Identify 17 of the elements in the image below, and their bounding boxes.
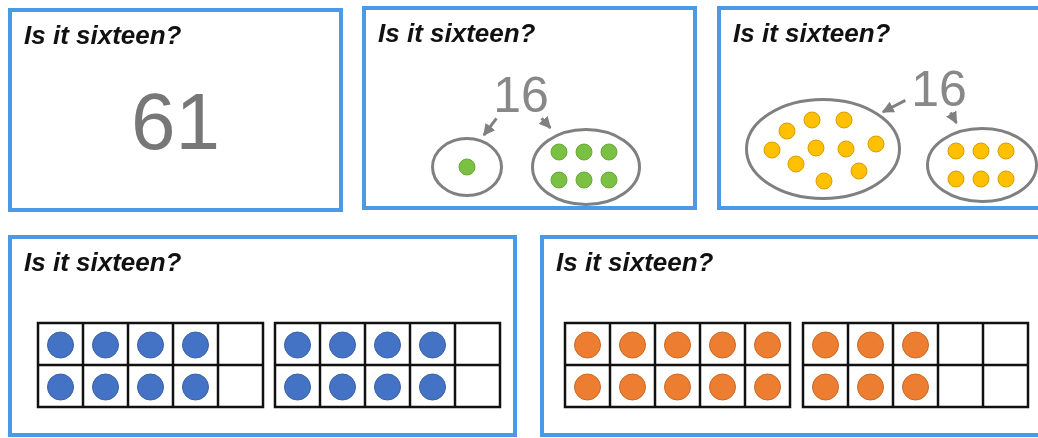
- arrow: [945, 110, 958, 124]
- task-card: [8, 8, 343, 212]
- task-card: [362, 6, 697, 210]
- arrow: [881, 99, 907, 114]
- whole-number: 16: [493, 70, 549, 120]
- card-heading: Is it sixteen?: [24, 247, 182, 278]
- task-card: [717, 6, 1038, 210]
- number-text: 61: [130, 82, 221, 162]
- task-card: [540, 235, 1038, 437]
- card-heading: Is it sixteen?: [378, 18, 536, 49]
- whole-number: 16: [911, 64, 967, 114]
- task-card: [8, 235, 517, 437]
- card-heading: Is it sixteen?: [733, 18, 891, 49]
- arrow: [482, 117, 498, 137]
- card-heading: Is it sixteen?: [556, 247, 714, 278]
- arrow: [538, 115, 552, 129]
- card-heading: Is it sixteen?: [24, 20, 182, 51]
